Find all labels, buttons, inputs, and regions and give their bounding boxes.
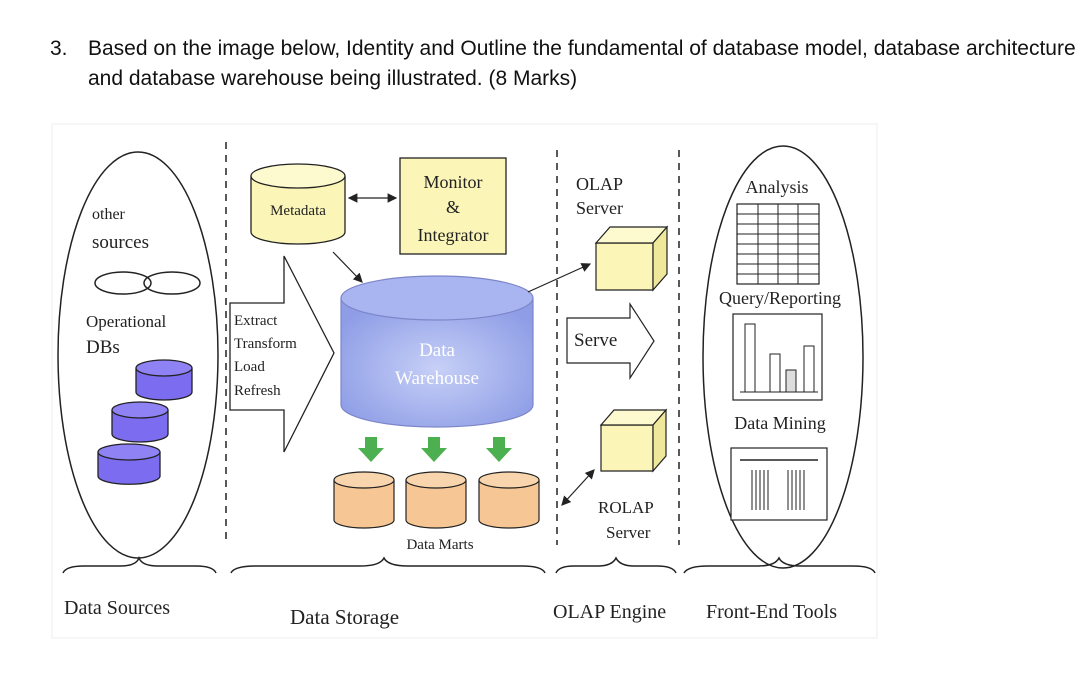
etl-extract: Extract — [234, 313, 278, 329]
metadata-label: Metadata — [270, 203, 326, 219]
etl-refresh: Refresh — [234, 383, 281, 399]
analysis-label: Analysis — [746, 177, 809, 197]
other-source-shape — [143, 271, 201, 295]
data-sources-brace — [62, 555, 217, 574]
etl-load: Load — [234, 359, 265, 375]
question-text: Based on the image below, Identity and O… — [88, 37, 1076, 90]
data-storage-brace — [230, 556, 546, 574]
data-marts-label: Data Marts — [406, 537, 473, 553]
operational-dbs-line2: DBs — [86, 337, 120, 358]
down-arrow-icon — [486, 437, 512, 462]
metadata-cylinder — [250, 163, 346, 245]
etl-transform: Transform — [234, 336, 297, 352]
integrator-label: Integrator — [418, 225, 489, 245]
front-end-tools-ellipse — [702, 145, 864, 569]
etl-arrow — [229, 255, 335, 453]
data-mart-cylinder — [478, 471, 540, 529]
analysis-table-icon — [736, 203, 820, 285]
data-mart-cylinder — [333, 471, 395, 529]
data-mart-cylinder — [405, 471, 467, 529]
data-storage-label: Data Storage — [290, 605, 399, 629]
warehouse-label-line2: Warehouse — [395, 368, 479, 389]
operational-dbs-line1: Operational — [86, 312, 167, 331]
data-sources-ellipse — [57, 151, 219, 559]
data-mining-document-icon — [730, 447, 828, 521]
olap-server-line2: Server — [576, 198, 623, 218]
rolap-server-line2: Server — [606, 523, 651, 542]
olap-engine-label: OLAP Engine — [553, 601, 666, 623]
bar-chart-icon — [732, 313, 823, 401]
serve-label: Serve — [574, 330, 617, 351]
down-arrow-icon — [358, 437, 384, 462]
ampersand-label: & — [446, 197, 460, 217]
other-source-shape — [94, 271, 152, 295]
rolap-server-cube — [599, 408, 668, 473]
rolap-datamart-arrow — [561, 469, 595, 506]
other-sources-line1: other — [92, 206, 126, 223]
monitor-label: Monitor — [423, 172, 482, 192]
warehouse-label-line1: Data — [419, 340, 455, 361]
olap-server-line1: OLAP — [576, 174, 623, 194]
question-number: 3. — [50, 37, 68, 60]
olap-server-cube — [594, 225, 669, 292]
serve-arrow — [566, 301, 655, 381]
operational-db-icon — [111, 401, 169, 443]
front-end-tools-brace — [683, 556, 876, 574]
data-sources-label: Data Sources — [64, 597, 170, 619]
metadata-warehouse-arrow — [332, 251, 363, 283]
rolap-server-line1: ROLAP — [598, 498, 654, 517]
olap-engine-brace — [555, 556, 677, 574]
monitor-integrator-box — [399, 157, 507, 255]
down-arrow-icon — [421, 437, 447, 462]
data-mining-label: Data Mining — [734, 413, 826, 433]
operational-db-icon — [97, 443, 161, 485]
warehouse-olap-arrow — [527, 263, 592, 293]
other-sources-line2: sources — [92, 232, 149, 253]
front-end-tools-label: Front-End Tools — [706, 601, 837, 623]
data-warehouse-cylinder — [340, 275, 534, 428]
operational-db-icon — [135, 359, 193, 401]
query-reporting-label: Query/Reporting — [719, 288, 841, 308]
